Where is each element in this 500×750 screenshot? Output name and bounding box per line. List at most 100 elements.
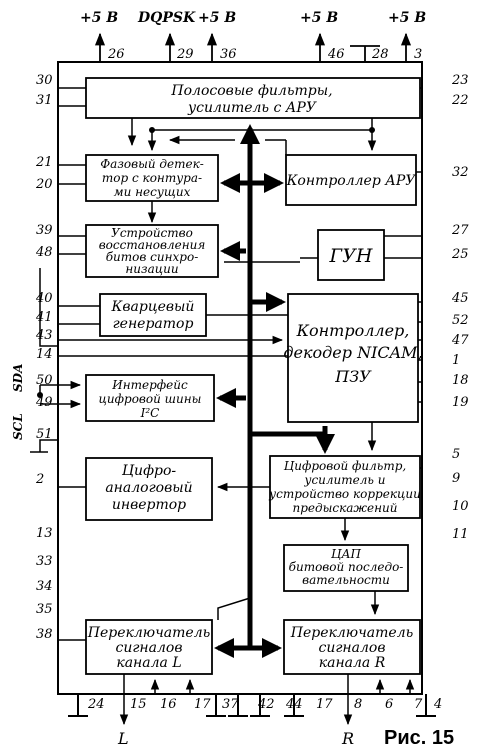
chip-outline (57, 61, 423, 695)
pin-bottom: 15 (130, 697, 147, 712)
dac-inverter-text: аналоговый (105, 480, 192, 496)
digital-filter-text: предыскажений (292, 501, 397, 515)
ground-stubs (68, 694, 436, 717)
pin-top: 26 (107, 47, 125, 62)
pin-right: 9 (452, 471, 460, 486)
pin-left: 40 (35, 291, 53, 306)
bit-sync-text: битов синхро- (106, 250, 199, 264)
pin-left: 35 (36, 602, 53, 617)
pin-right: 45 (451, 291, 469, 306)
switch-r-text: канала R (319, 655, 386, 671)
bitstream-dac-block (283, 544, 409, 592)
pin-bottom: 44 (285, 697, 303, 712)
dac-inverter-text: Цифро- (122, 463, 177, 479)
pin-left: 43 (35, 328, 53, 343)
vco-block (317, 229, 385, 281)
pin-left: 34 (36, 579, 53, 594)
digital-filter-text: Цифровой фильтр, (284, 459, 406, 473)
pin-right: 5 (452, 447, 460, 462)
scl-label: SCL (11, 413, 25, 440)
pin-top: 29 (176, 47, 194, 62)
pin-right: 47 (451, 333, 469, 348)
pin-right: 22 (451, 93, 469, 108)
nicam-decoder-block (287, 293, 419, 423)
pin-top: 46 (327, 47, 345, 62)
switch-r-block (283, 619, 421, 675)
bandpass-filter-block (85, 77, 421, 119)
bit-sync-block (85, 224, 219, 278)
digital-filter-text: усилитель и (304, 473, 386, 487)
bit-sync-text: низации (125, 262, 178, 276)
supply-label-4: +5 В (388, 10, 426, 26)
pin-left: 48 (35, 245, 53, 260)
pin-right: 32 (452, 165, 469, 180)
pin-left: 2 (35, 472, 44, 487)
agc-controller-block (285, 154, 417, 206)
pin-right: 52 (452, 313, 469, 328)
data-bus (214, 124, 335, 658)
pin-top: 3 (414, 47, 422, 62)
pin-left: 13 (36, 526, 53, 541)
pin-right: 19 (452, 395, 469, 410)
phase-detector-text: Фазовый детек- (100, 157, 204, 171)
pin-bottom: 17 (194, 697, 211, 712)
output-r-label: R (341, 729, 354, 748)
i2c-interface-text: цифровой шины (99, 392, 202, 406)
pin-top: 36 (220, 47, 237, 62)
bit-sync-text: Устройство (111, 226, 193, 240)
pin-left: 33 (36, 554, 53, 569)
dac-inverter-block (85, 457, 213, 521)
pin-left: 38 (36, 627, 53, 642)
digital-filter-text: устройство коррекции (268, 487, 421, 501)
switch-l-block (85, 619, 213, 675)
pin-right: 27 (451, 223, 469, 238)
i2c-interface-text: Интерфейс (111, 378, 188, 392)
pin-left: 49 (35, 395, 53, 410)
phase-detector-text: ми несущих (114, 185, 191, 199)
pin-right: 18 (452, 373, 469, 388)
pin-left: 30 (36, 73, 53, 88)
pin-bottom: 16 (160, 697, 177, 712)
crystal-oscillator-text: генератор (113, 316, 194, 332)
pin-left: 21 (35, 155, 53, 170)
phase-detector-block (85, 154, 219, 202)
pin-right: 11 (452, 527, 469, 542)
pin-top: 28 (371, 47, 389, 62)
pin-right: 1 (452, 353, 460, 368)
pin-bottom: 37 (222, 697, 239, 712)
pin-bottom: 7 (414, 697, 423, 712)
sda-label: SDA (11, 364, 25, 392)
agc-controller-text: Контроллер АРУ (286, 173, 417, 189)
figure-caption: Рис. 15 (384, 727, 454, 749)
pin-left: 39 (36, 223, 53, 238)
bandpass-filter-text: Полосовые фильтры, (170, 83, 332, 99)
pin-bottom: 8 (354, 697, 362, 712)
supply-label-3: +5 В (300, 10, 338, 26)
switch-l-text: Переключатель (87, 625, 211, 641)
nicam-decoder-text: декодер NICAM, (283, 343, 422, 362)
output-l-label: L (117, 729, 129, 748)
i2c-interface-text: I²C (140, 406, 160, 420)
pin-left: 51 (36, 427, 53, 442)
pin-right: 23 (451, 73, 469, 88)
pin-left: 14 (36, 347, 53, 362)
phase-detector-text: тор с контура- (102, 171, 202, 185)
pin-bottom: 6 (385, 697, 393, 712)
vco-text: ГУН (329, 245, 373, 267)
pin-bottom: 4 (433, 697, 442, 712)
signal-lines (30, 87, 422, 726)
nicam-decoder-text: Контроллер, (296, 321, 410, 340)
pin-bottom: 17 (316, 697, 333, 712)
switch-l-text: сигналов (116, 640, 183, 656)
pin-bottom: 42 (257, 697, 275, 712)
switch-l-text: канала L (116, 655, 181, 671)
nicam-decoder-text: ПЗУ (334, 367, 372, 386)
supply-label-1: +5 В (80, 10, 118, 26)
pin-left: 31 (36, 93, 53, 108)
dac-inverter-text: инвертор (112, 497, 186, 513)
switch-r-text: Переключатель (290, 625, 414, 641)
top-supply-lines (94, 32, 412, 62)
pin-bottom: 24 (87, 697, 105, 712)
i2c-interface-block (85, 374, 215, 422)
